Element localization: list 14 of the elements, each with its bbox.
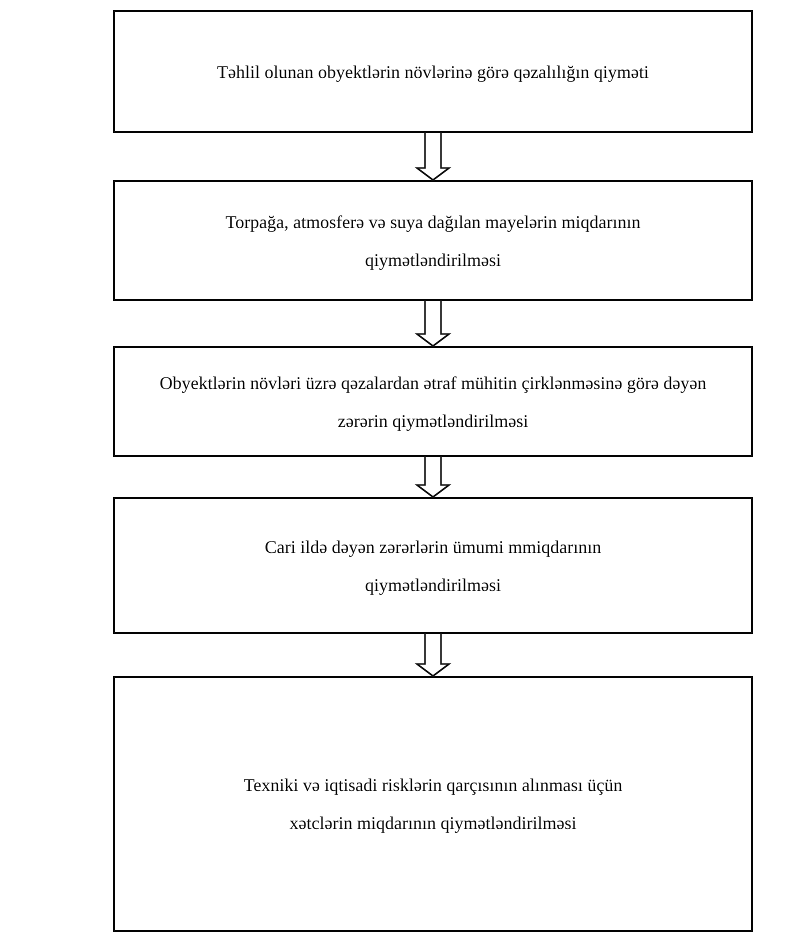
hollow-arrow	[414, 633, 452, 677]
box-text: Təhlil olunan obyektlərin növlərinə görə qəzalılığın qiyməti	[217, 60, 649, 84]
box-text: Texniki və iqtisadi risklərin qarçısının alınması üçün xətclərin miqdarının qiymətləndirilməsi	[242, 774, 624, 835]
process-box	[113, 180, 753, 301]
box-text: Cari ildə dəyən zərərlərin ümumi mmiqdarının qiymətləndirilməsi	[264, 536, 602, 597]
process-box	[113, 346, 753, 457]
process-box	[113, 10, 753, 133]
process-box	[113, 676, 753, 932]
process-box	[113, 497, 753, 634]
box-text: Torpağa, atmosferə və suya dağılan mayelərin miqdarının qiymətləndirilməsi	[224, 210, 642, 272]
box-text: Obyektlərin növləri üzrə qəzalardan ətraf mühitin çirklənməsinə görə dəyən zərərin qiymətləndirilməsi	[158, 372, 708, 433]
hollow-arrow	[414, 300, 452, 347]
hollow-arrow	[414, 132, 452, 181]
hollow-arrow	[414, 456, 452, 498]
